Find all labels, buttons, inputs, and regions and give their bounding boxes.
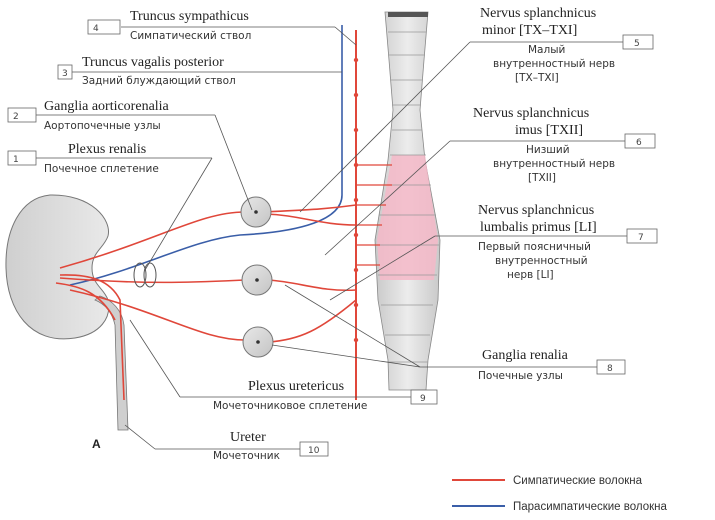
label-number: 10	[308, 446, 320, 456]
label-number: 2	[13, 112, 19, 122]
label-russian: внутренностный нерв	[493, 158, 615, 170]
legend-label: Симпатические волокна	[513, 475, 643, 487]
label-russian: Низший	[526, 144, 570, 156]
label-russian: внутренностный	[495, 255, 588, 267]
renal-plexus-loops	[134, 263, 156, 287]
legend: Симпатические волокна Парасимпатические …	[452, 475, 668, 513]
label-russian: Задний блуждающий ствол	[82, 75, 236, 87]
label-number: 4	[93, 24, 99, 34]
label-latin: Nervus splanchnicus	[480, 6, 596, 21]
label-number: 8	[607, 364, 613, 374]
label-number: 5	[634, 39, 640, 49]
label-latin: lumbalis primus [LI]	[480, 220, 597, 235]
label-latin: Truncus vagalis posterior	[82, 55, 224, 70]
label-number: 6	[636, 138, 642, 148]
label-latin: imus [TXII]	[515, 123, 583, 138]
legend-label: Парасимпатические волокна	[513, 501, 668, 513]
label-latin: Ganglia renalia	[482, 348, 569, 363]
label-latin: Ganglia aorticorenalia	[44, 99, 170, 114]
label-latin: minor [TX–TXI]	[482, 23, 577, 38]
label-russian: Мочеточник	[213, 450, 280, 462]
label-latin: Ureter	[230, 430, 266, 445]
label-latin: Plexus uretericus	[248, 379, 344, 394]
ganglia	[241, 197, 273, 357]
label-russian: [TX–TXI]	[515, 72, 559, 84]
label-number: 3	[62, 69, 68, 79]
label-russian: Почечное сплетение	[44, 163, 159, 175]
label-russian: Малый	[528, 44, 565, 56]
label-latin: Nervus splanchnicus	[473, 106, 589, 121]
label-russian: [TXII]	[528, 172, 556, 184]
label-latin: Plexus renalis	[68, 142, 146, 157]
label-russian: Мочеточниковое сплетение	[213, 400, 367, 412]
label-russian: Симпатический ствол	[130, 30, 251, 42]
label-russian: Аортопочечные узлы	[44, 120, 161, 132]
panel-letter: А	[92, 437, 101, 451]
label-russian: внутренностный нерв	[493, 58, 615, 70]
label-number: 1	[13, 155, 19, 165]
label-number: 9	[420, 394, 426, 404]
label-russian: Почечные узлы	[478, 370, 563, 382]
label-latin: Nervus splanchnicus	[478, 203, 594, 218]
label-russian: нерв [LI]	[507, 269, 554, 281]
label-number: 7	[638, 233, 644, 243]
label-russian: Первый поясничный	[478, 241, 591, 253]
label-latin: Truncus sympathicus	[130, 9, 249, 24]
